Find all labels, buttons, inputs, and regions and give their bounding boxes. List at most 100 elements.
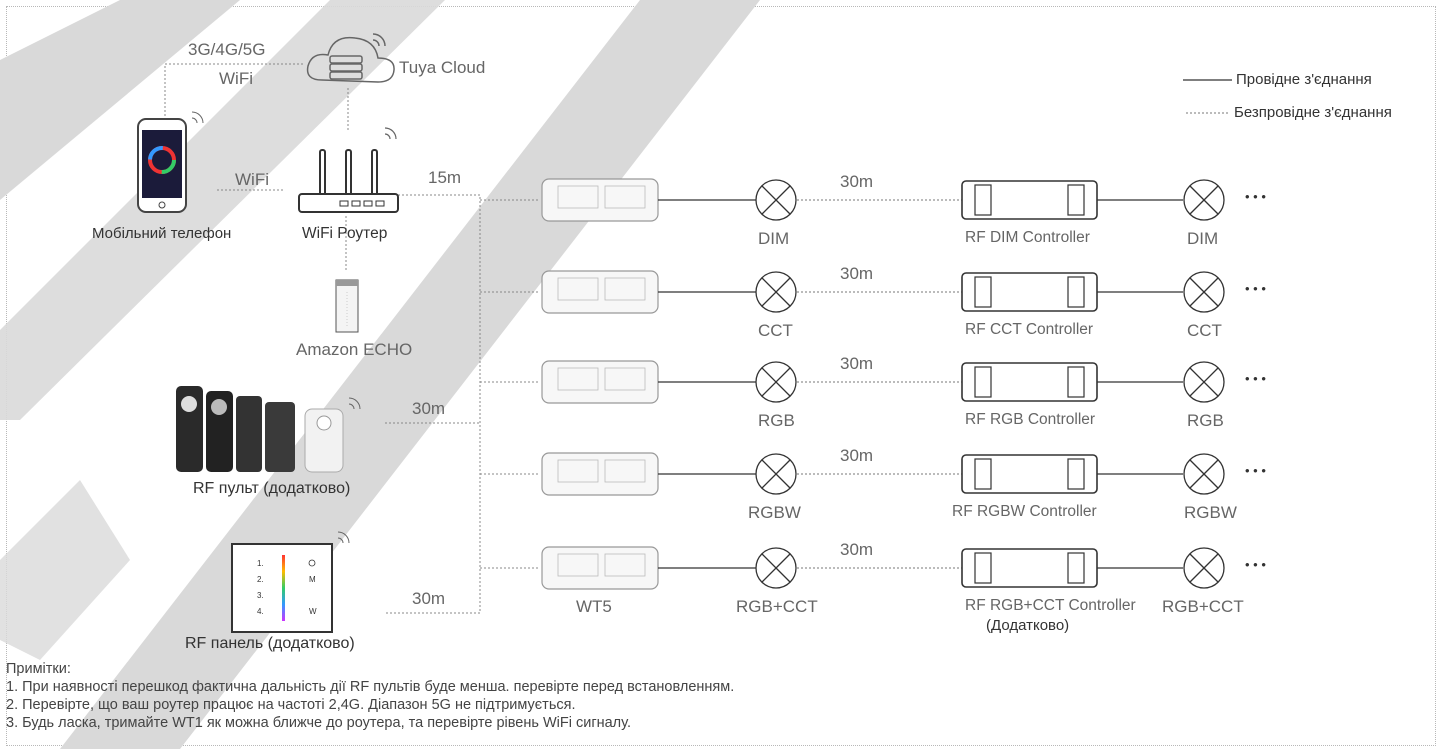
lamp-icon-cross-b <box>761 459 791 489</box>
rf-remotes-icon <box>176 386 361 473</box>
controller-label: RF RGBW Controller <box>952 503 1097 520</box>
phone-wifi-label: WiFi <box>235 170 269 189</box>
cloud-icon <box>306 33 395 83</box>
remote-label: RF пульт (додатково) <box>193 480 351 497</box>
light-left-label: CCT <box>758 321 793 340</box>
remote-range-label: 30m <box>412 399 446 418</box>
wt5-device <box>541 178 659 222</box>
ellipsis-label: • • • <box>1245 371 1266 386</box>
rf-controller-terminal <box>1067 184 1085 216</box>
lamp-icon-cross-b <box>1189 459 1219 489</box>
watermark-stroke-1 <box>0 0 240 200</box>
router-bus <box>385 194 481 614</box>
wt5-device-label-area <box>604 185 646 209</box>
panel-key-m: M <box>309 575 316 584</box>
router-label: WiFi Роутер <box>302 225 388 242</box>
controller-label: RF RGB+CCT Controller <box>965 597 1136 614</box>
range-label: 30m <box>840 172 874 191</box>
light-right-label: DIM <box>1187 229 1219 248</box>
rf-controller <box>961 362 1098 402</box>
ellipsis-label: • • • <box>1245 189 1266 204</box>
rf-controller-terminal <box>974 366 992 398</box>
panel-key-3: 3. <box>257 591 264 600</box>
rows-layer <box>541 178 1225 590</box>
ellipsis-label: • • • <box>1245 281 1266 296</box>
router-range-label: 15m <box>428 168 462 187</box>
rf-controller-terminal <box>974 184 992 216</box>
lamp-icon-cross-b <box>1189 553 1219 583</box>
rf-controller-terminal <box>974 276 992 308</box>
wt5-device-label-area <box>604 553 646 577</box>
wireless-links <box>164 63 540 614</box>
range-label: 30m <box>840 540 874 559</box>
range-label: 30m <box>840 264 874 283</box>
ellipsis-label: • • • <box>1245 463 1266 478</box>
rf-controller <box>961 454 1098 494</box>
cloud-conn-label: 3G/4G/5G <box>188 40 266 59</box>
lamp-icon-cross-b <box>1189 185 1219 215</box>
wt5-device <box>541 360 659 404</box>
phone-cloud-link <box>164 63 305 120</box>
panel-label: RF панель (додатково) <box>185 635 355 652</box>
rf-panel-icon: 1. 2. 3. 4. M W <box>231 531 350 633</box>
note-item: 1. При наявності перешкод фактична дальн… <box>6 679 735 695</box>
cloud-wifi-label: WiFi <box>219 69 253 88</box>
wt5-device <box>541 546 659 590</box>
rf-controller <box>961 548 1098 588</box>
panel-key-w: W <box>309 607 317 616</box>
panel-range-label: 30m <box>412 589 446 608</box>
wt5-device <box>541 452 659 496</box>
rf-controller <box>961 180 1098 220</box>
watermark-stroke-4 <box>0 480 130 660</box>
controller-label: RF DIM Controller <box>965 229 1090 246</box>
note-item: 3. Будь ласка, тримайте WT1 як можна бли… <box>6 715 631 731</box>
note-item: 2. Перевірте, що ваш роутер працює на ча… <box>6 697 576 713</box>
panel-key-2: 2. <box>257 575 264 584</box>
light-left-label: RGBW <box>748 503 801 522</box>
lamp-icon-cross-b <box>761 185 791 215</box>
range-label: 30m <box>840 354 874 373</box>
range-label: 30m <box>840 446 874 465</box>
phone-label: Мобільний телефон <box>92 225 232 242</box>
light-right-label: RGB <box>1187 411 1224 430</box>
wt5-device-label-area <box>557 185 599 209</box>
panel-key-1: 1. <box>257 559 264 568</box>
wt5-device-label-area <box>604 367 646 391</box>
controller-label: RF RGB Controller <box>965 411 1096 428</box>
light-left-label: RGB+CCT <box>736 597 818 616</box>
echo-label: Amazon ECHO <box>296 340 413 359</box>
watermark-stroke-2 <box>0 0 445 420</box>
wt5-device-label-area <box>557 553 599 577</box>
light-left-label: RGB <box>758 411 795 430</box>
rf-controller <box>961 272 1098 312</box>
echo-icon <box>335 279 359 333</box>
legend-wireless-label: Безпровідне з'єднання <box>1234 104 1392 121</box>
rf-controller-terminal <box>1067 366 1085 398</box>
optional-label: (Додатково) <box>986 617 1070 634</box>
legend-wired-label: Провідне з'єднання <box>1236 71 1372 88</box>
rf-controller-terminal <box>1067 276 1085 308</box>
light-right-label: CCT <box>1187 321 1222 340</box>
wt5-device-label-area <box>604 459 646 483</box>
rf-controller-terminal <box>1067 552 1085 584</box>
light-left-label: DIM <box>758 229 790 248</box>
lamp-icon-cross-b <box>761 277 791 307</box>
rf-controller-terminal <box>974 552 992 584</box>
phone-icon <box>137 111 204 213</box>
controller-label: RF CCT Controller <box>965 321 1094 338</box>
light-right-label: RGB+CCT <box>1162 597 1244 616</box>
light-right-label: RGBW <box>1184 503 1237 522</box>
notes: Примітки: 1. При наявності перешкод факт… <box>6 660 734 732</box>
rf-controller-terminal <box>1067 458 1085 490</box>
wt5-device-label-area <box>604 277 646 301</box>
tuya-cloud-label: Tuya Cloud <box>399 58 486 77</box>
wt5-device-label-area <box>557 459 599 483</box>
lamp-icon-cross-b <box>1189 277 1219 307</box>
lamp-icon-cross-b <box>761 367 791 397</box>
wt5-device-label-area <box>557 277 599 301</box>
panel-key-4: 4. <box>257 607 264 616</box>
lamp-icon-cross-b <box>1189 367 1219 397</box>
power-icon <box>308 559 316 567</box>
notes-title: Примітки: <box>6 661 71 677</box>
